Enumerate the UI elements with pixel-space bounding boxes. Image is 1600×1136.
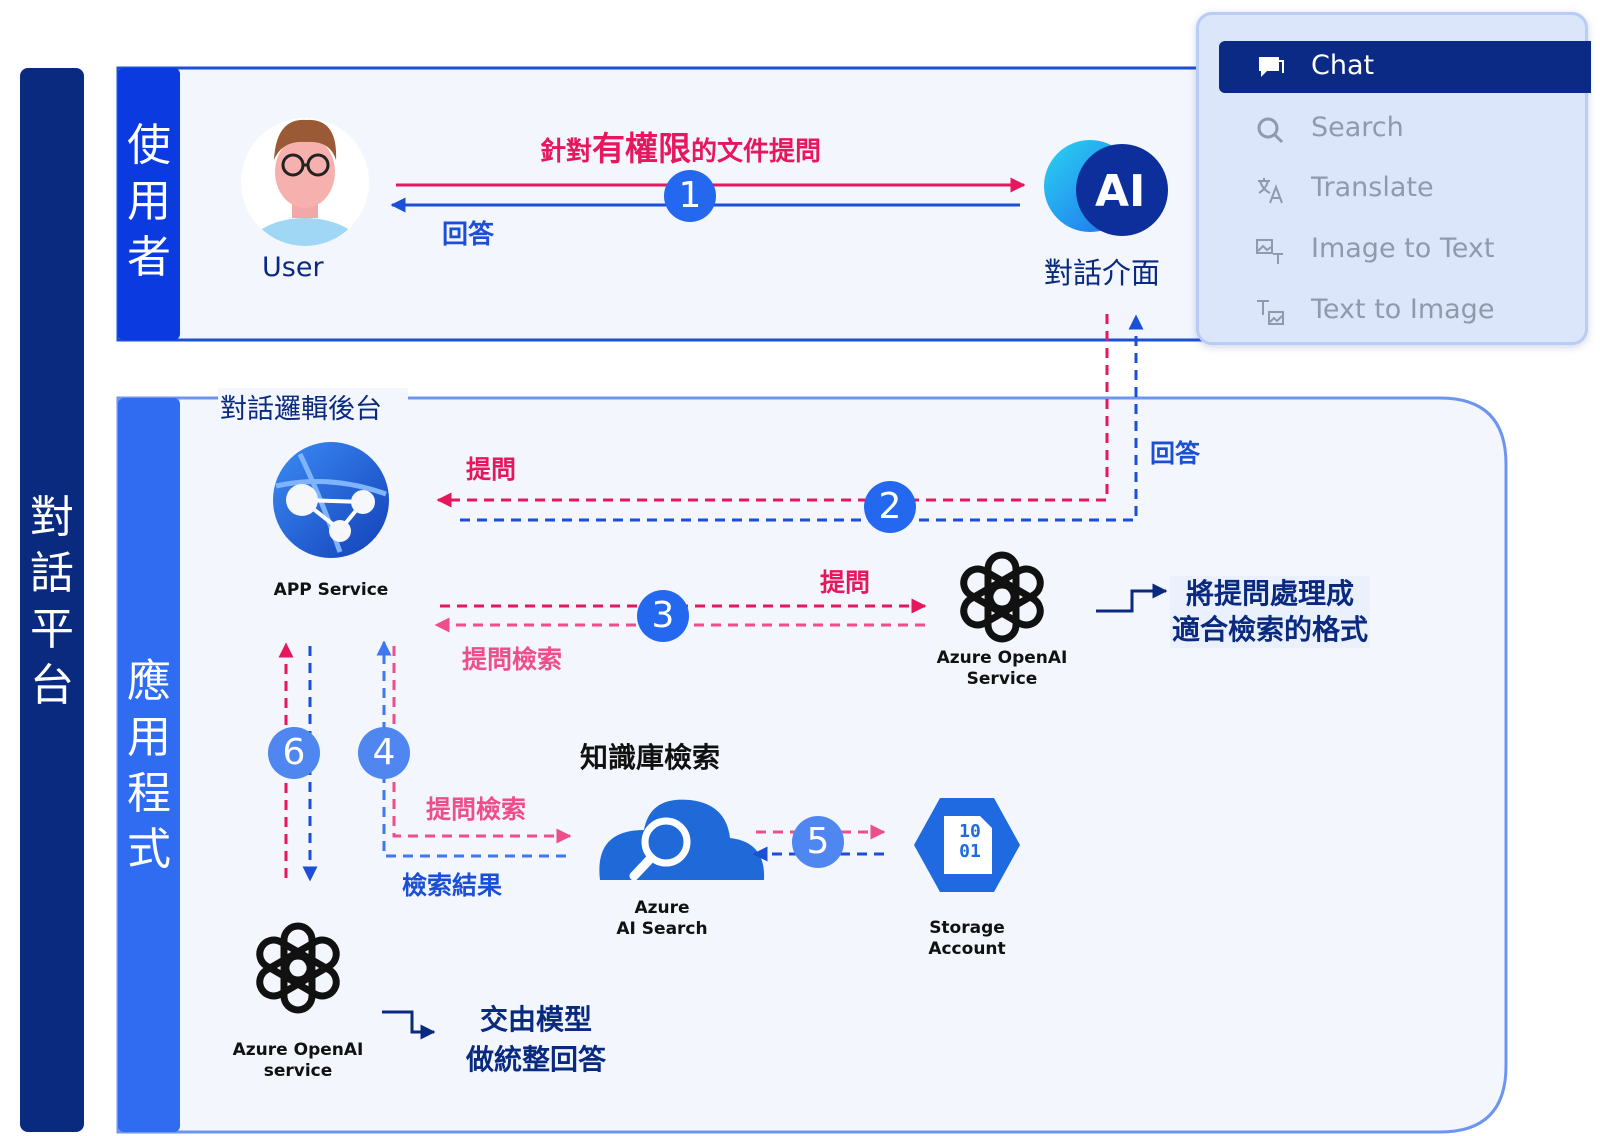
- openai-top-icon: [960, 551, 1044, 643]
- app-section-bar: [118, 398, 180, 1132]
- vertical-char: 平: [30, 604, 74, 655]
- vertical-char: 台: [30, 660, 74, 711]
- ai-search-label: Azure AI Search: [600, 898, 724, 940]
- vertical-char: 應: [127, 656, 171, 707]
- storage-line2: Account: [928, 939, 1006, 959]
- ai-logo-text: AI: [1095, 166, 1146, 217]
- openai-bottom-line1: Azure OpenAI: [232, 1040, 364, 1060]
- app-section-label-text: 應用程式: [118, 654, 180, 878]
- storage-label: Storage Account: [912, 918, 1022, 960]
- menu-item-label: Chat: [1311, 50, 1375, 81]
- step1-answer-label: 回答: [442, 220, 495, 250]
- chat-icon: [1259, 57, 1284, 77]
- openai-bottom-note-line2: 做統整回答: [465, 1043, 606, 1076]
- menu-item-image-to-text[interactable]: Image to Text: [1219, 224, 1591, 276]
- step-badge-3: 3: [637, 590, 689, 642]
- menu-item-chat[interactable]: Chat: [1219, 41, 1591, 93]
- openai-bottom-note-line1: 交由模型: [479, 1003, 592, 1036]
- backend-label: 對話邏輯後台: [220, 394, 382, 425]
- step-badge-6: 6: [268, 727, 320, 779]
- step2-answer-label: 回答: [1150, 439, 1201, 468]
- vertical-char: 用: [127, 176, 171, 227]
- menu-item-label: Image to Text: [1311, 233, 1495, 264]
- step-badge-4: 4: [358, 727, 410, 779]
- user-section-label-text: 使用者: [118, 118, 180, 286]
- step3-search-label: 提問檢索: [462, 645, 563, 674]
- menu-item-label: Text to Image: [1311, 294, 1495, 325]
- platform-label: 對話平台: [20, 490, 84, 714]
- step4-result-label: 檢索結果: [402, 871, 503, 900]
- storage-digits-2: 01: [959, 841, 981, 862]
- step2-question-label: 提問: [466, 455, 517, 484]
- app-section-label: 應用程式: [118, 654, 180, 878]
- step-badge-5: 5: [792, 816, 844, 868]
- openai-bottom-icon: [256, 922, 340, 1014]
- storage-digits: 10 01: [950, 822, 990, 862]
- kb-search-label: 知識庫檢索: [580, 741, 721, 774]
- app-section-box: [116, 396, 1508, 1134]
- question-emphasis: 有權限: [592, 129, 692, 168]
- storage-digits-1: 10: [959, 821, 981, 842]
- vertical-char: 話: [30, 548, 74, 599]
- openai-top-note-line1: 將提問處理成: [1186, 577, 1355, 610]
- ai-search-icon: [599, 799, 765, 881]
- openai-bottom-label: Azure OpenAI service: [224, 1040, 372, 1082]
- ai-chat-logo-icon: [1044, 140, 1168, 236]
- translate-icon: [1258, 178, 1283, 204]
- vertical-char: 者: [127, 232, 171, 283]
- menu-item-label: Search: [1311, 112, 1404, 143]
- platform-bar: [20, 68, 84, 1132]
- vertical-char: 使: [127, 120, 171, 171]
- openai-top-line1: Azure OpenAI: [936, 648, 1068, 668]
- step4-search-label: 提問檢索: [426, 795, 527, 824]
- openai-top-label: Azure OpenAI Service: [928, 648, 1076, 690]
- app-service-icon: [273, 442, 389, 558]
- menu-item-label: Translate: [1311, 172, 1434, 203]
- openai-top-note: 將提問處理成 適合檢索的格式: [1170, 576, 1371, 648]
- chat-ui-label: 對話介面: [1044, 256, 1161, 290]
- storage-line1: Storage: [929, 918, 1005, 938]
- menu-item-text-to-image[interactable]: Text to Image: [1219, 285, 1591, 337]
- platform-label-text: 對話平台: [20, 490, 84, 714]
- image-to-text-icon: [1256, 239, 1283, 264]
- menu-item-translate[interactable]: Translate: [1219, 163, 1591, 215]
- step-badge-1: 1: [664, 170, 716, 222]
- vertical-char: 用: [127, 712, 171, 763]
- feature-menu: Chat Search Translate Image to Text Text…: [1196, 12, 1591, 345]
- vertical-char: 程: [127, 768, 171, 819]
- storage-account-icon: [914, 798, 1020, 892]
- ai-search-line2: AI Search: [616, 919, 708, 939]
- vertical-char: 對: [30, 492, 74, 543]
- step1-question-label: 針對有權限的文件提問: [540, 122, 821, 170]
- openai-bottom-line2: service: [263, 1061, 333, 1081]
- openai-top-line2: Service: [966, 669, 1038, 689]
- search-icon: [1257, 117, 1284, 144]
- question-prefix: 針對: [540, 137, 593, 167]
- question-suffix: 的文件提問: [691, 137, 822, 167]
- text-to-image-icon: [1257, 300, 1284, 325]
- step3-question-label: 提問: [820, 568, 871, 597]
- menu-item-search[interactable]: Search: [1219, 103, 1591, 155]
- user-section-bar: [118, 68, 180, 340]
- openai-bottom-note: 交由模型 做統整回答: [456, 1000, 616, 1080]
- user-label: User: [262, 252, 324, 283]
- openai-top-note-line2: 適合檢索的格式: [1172, 613, 1369, 646]
- vertical-char: 式: [127, 824, 171, 875]
- user-avatar-icon: [241, 118, 369, 246]
- step-badge-2: 2: [864, 481, 916, 533]
- app-service-label: APP Service: [273, 580, 389, 600]
- ai-search-line1: Azure: [634, 898, 690, 918]
- user-section-label: 使用者: [118, 118, 180, 286]
